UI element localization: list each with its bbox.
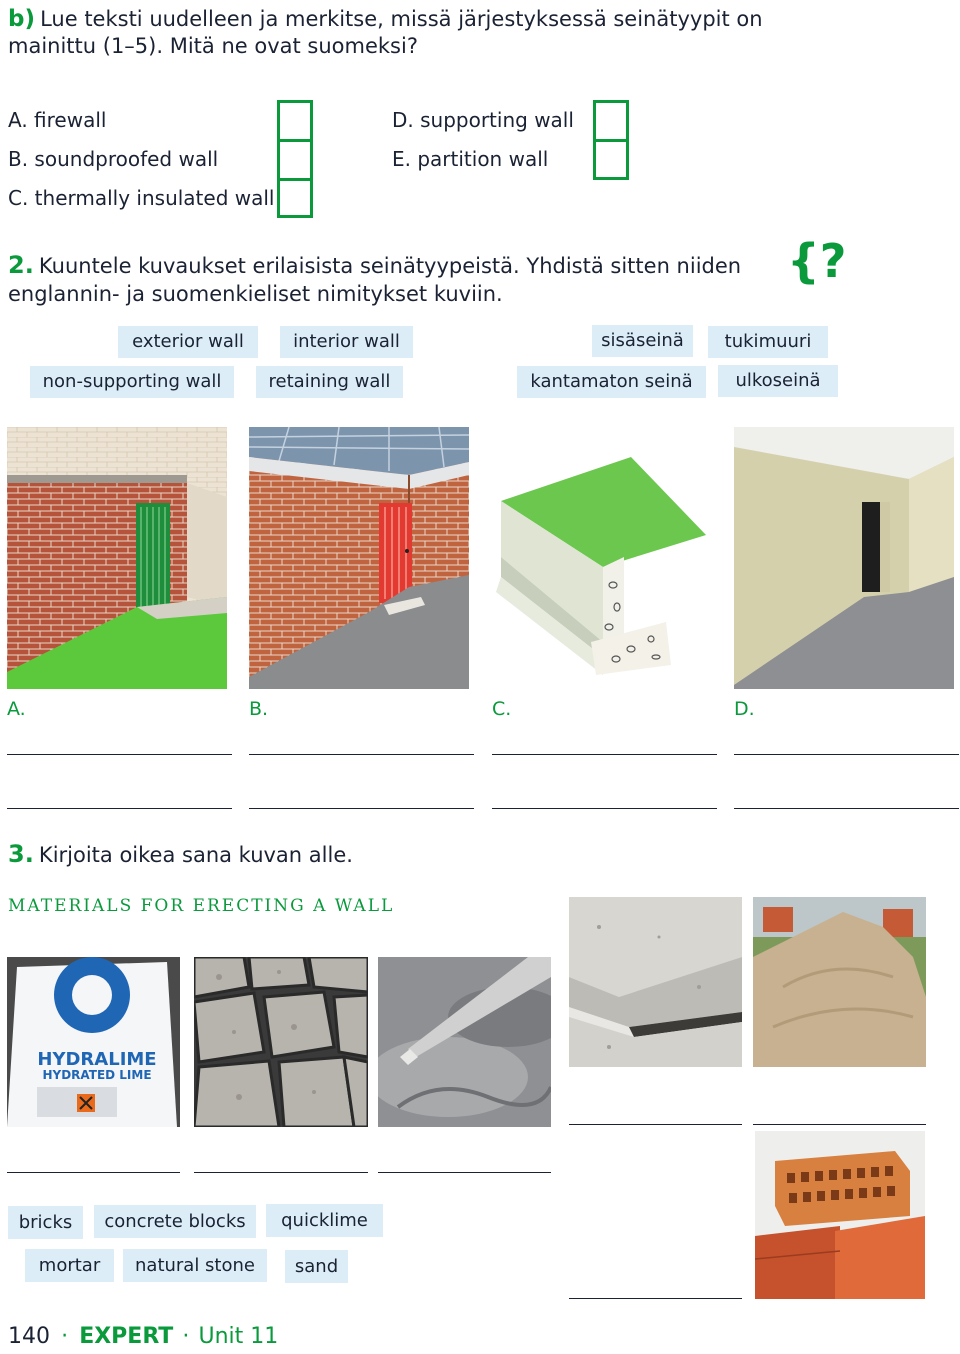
photo-mortar — [378, 957, 551, 1127]
chip-sisaseina[interactable]: sisäseinä — [592, 325, 693, 357]
image-label-d: D. — [734, 698, 755, 720]
page-number: 140 — [8, 1324, 50, 1349]
answer-line-lime[interactable] — [7, 1172, 180, 1173]
photo-sand — [753, 897, 926, 1067]
answer-box-e[interactable] — [593, 139, 629, 180]
chip-tukimuuri[interactable]: tukimuuri — [708, 326, 828, 358]
chip-non-supporting-wall[interactable]: non-supporting wall — [30, 366, 234, 398]
answer-line-c1[interactable] — [492, 754, 717, 755]
option-b: B. soundproofed wall — [8, 147, 219, 171]
chip-interior-wall[interactable]: interior wall — [280, 326, 413, 358]
option-c: C. thermally insulated wall — [8, 186, 275, 210]
task-3-text: Kirjoita oikea sana kuvan alle. — [38, 843, 353, 867]
answer-line-mortar[interactable] — [378, 1172, 551, 1173]
answer-line-d2[interactable] — [734, 808, 959, 809]
task-2-text: Kuuntele kuvaukset erilaisista seinätyyp… — [8, 254, 742, 306]
answer-box-d[interactable] — [593, 100, 629, 142]
chip-mortar[interactable]: mortar — [25, 1249, 114, 1282]
chip-bricks[interactable]: bricks — [8, 1206, 83, 1239]
answer-box-b[interactable] — [277, 139, 313, 181]
wall-image-d — [734, 427, 954, 689]
photo-concrete-blocks — [569, 897, 742, 1067]
image-label-c: C. — [492, 698, 512, 720]
bag-brand-text: HYDRALIME — [37, 1049, 156, 1070]
chip-retaining-wall[interactable]: retaining wall — [256, 366, 403, 398]
chip-exterior-wall[interactable]: exterior wall — [118, 326, 258, 358]
listen-icon: {? — [787, 234, 847, 288]
image-label-b: B. — [249, 698, 269, 720]
answer-box-a[interactable] — [277, 100, 313, 142]
answer-line-concrete[interactable] — [569, 1124, 742, 1125]
photo-natural-stone — [194, 957, 368, 1127]
footer-separator-1: · — [61, 1324, 69, 1349]
bag-subtitle-text: HYDRATED LIME — [42, 1068, 151, 1082]
answer-line-bricks[interactable] — [569, 1298, 742, 1299]
task-2-number: 2. — [8, 251, 34, 279]
answer-line-stone[interactable] — [194, 1172, 368, 1173]
chip-concrete-blocks[interactable]: concrete blocks — [94, 1205, 256, 1238]
answer-line-sand[interactable] — [753, 1124, 926, 1125]
wall-image-b — [249, 427, 469, 689]
photo-bricks — [755, 1131, 925, 1299]
answer-line-a2[interactable] — [7, 808, 232, 809]
task-b-text: Lue teksti uudelleen ja merkitse, missä … — [8, 7, 763, 58]
wall-image-c — [491, 427, 711, 689]
task-3-number: 3. — [8, 840, 34, 868]
chip-ulkoseina[interactable]: ulkoseinä — [718, 365, 838, 397]
answer-box-c[interactable] — [277, 178, 313, 218]
image-label-a: A. — [7, 698, 26, 720]
option-d: D. supporting wall — [392, 108, 574, 132]
chip-quicklime[interactable]: quicklime — [266, 1204, 383, 1237]
task-2-instruction: 2. Kuuntele kuvaukset erilaisista seinät… — [8, 252, 778, 309]
chip-sand[interactable]: sand — [285, 1250, 348, 1283]
answer-line-c2[interactable] — [492, 808, 717, 809]
photo-lime-bag: HYDRALIME HYDRATED LIME — [7, 957, 180, 1127]
option-e: E. partition wall — [392, 147, 549, 171]
footer-unit: Unit 11 — [198, 1324, 279, 1349]
wall-image-a — [7, 427, 227, 689]
option-a: A. firewall — [8, 108, 107, 132]
answer-line-a1[interactable] — [7, 754, 232, 755]
task-b-letter: b) — [8, 6, 35, 32]
materials-section-title: MATERIALS FOR ERECTING A WALL — [8, 896, 395, 916]
task-3-instruction: 3. Kirjoita oikea sana kuvan alle. — [8, 840, 353, 869]
page-footer: 140 · EXPERT · Unit 11 — [8, 1324, 278, 1349]
chip-kantamaton-seina[interactable]: kantamaton seinä — [517, 366, 706, 398]
footer-separator-2: · — [182, 1324, 190, 1349]
task-b-instruction: b) Lue teksti uudelleen ja merkitse, mis… — [8, 6, 808, 60]
footer-brand: EXPERT — [79, 1324, 174, 1349]
chip-natural-stone[interactable]: natural stone — [123, 1249, 267, 1282]
answer-line-b1[interactable] — [249, 754, 474, 755]
answer-line-d1[interactable] — [734, 754, 959, 755]
answer-line-b2[interactable] — [249, 808, 474, 809]
